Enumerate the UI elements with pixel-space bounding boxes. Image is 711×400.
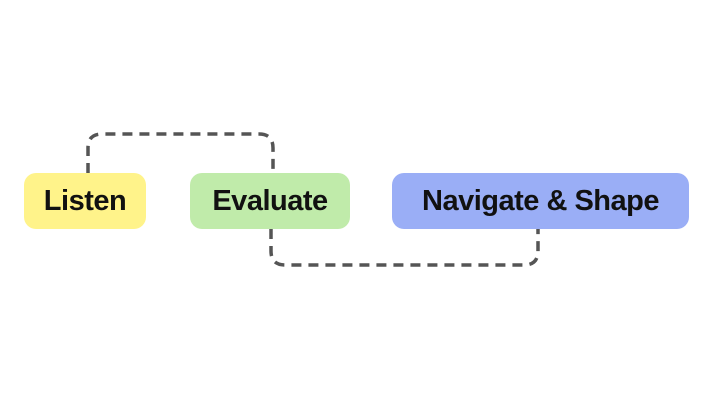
node-evaluate-label: Evaluate xyxy=(212,184,328,217)
connector-evaluate-to-navigate xyxy=(269,229,540,267)
node-navigate-label: Navigate & Shape xyxy=(422,184,659,217)
node-evaluate: Evaluate xyxy=(190,173,350,229)
node-listen-label: Listen xyxy=(43,184,127,217)
connector-listen-to-evaluate xyxy=(86,132,275,173)
node-navigate-and-shape: Navigate & Shape xyxy=(392,173,689,229)
node-listen: Listen xyxy=(24,173,146,229)
